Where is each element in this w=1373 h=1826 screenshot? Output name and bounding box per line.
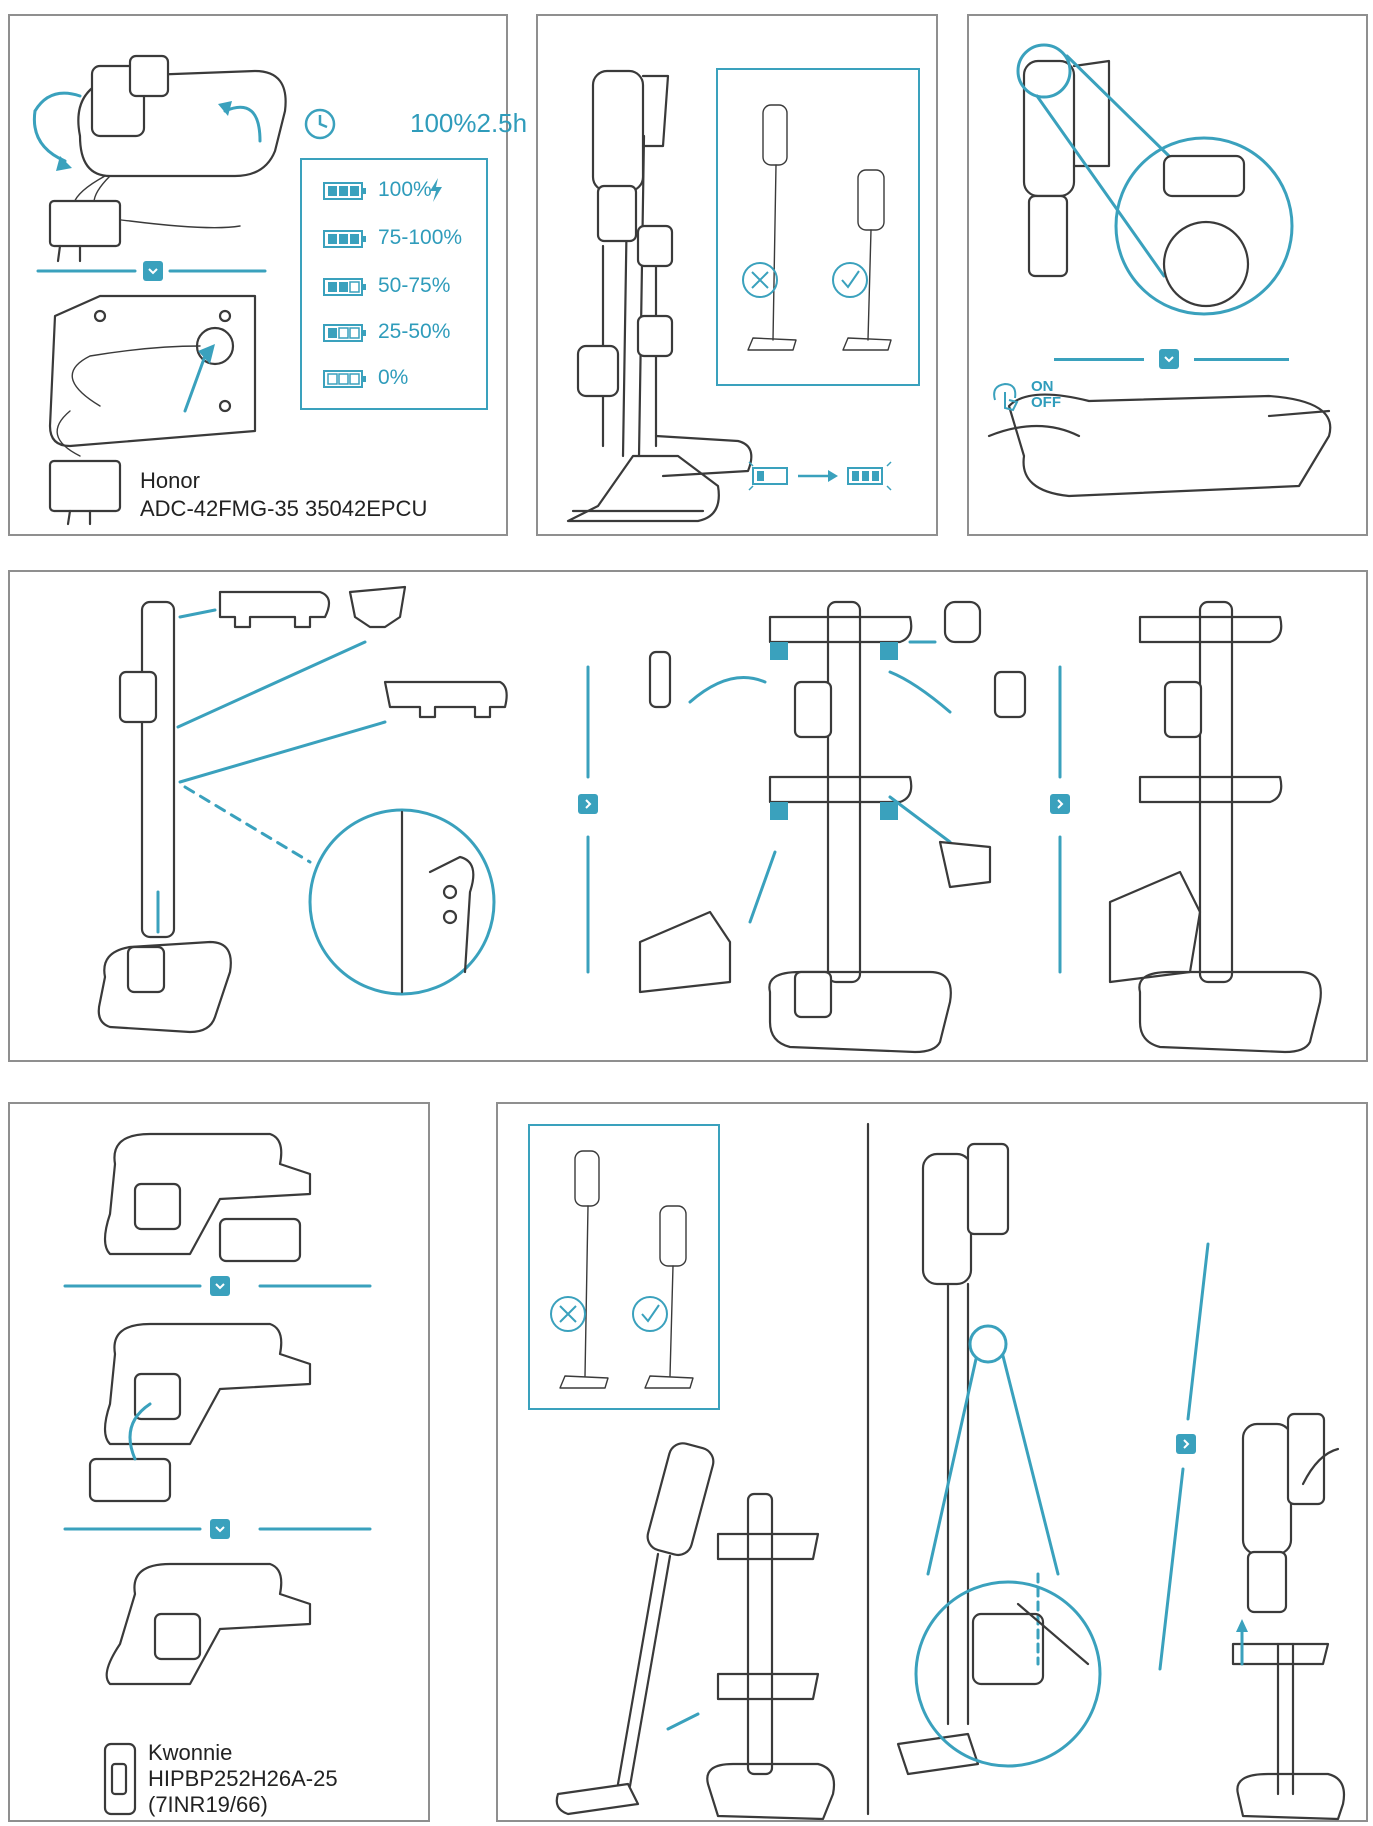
chevron-down-icon: [143, 261, 163, 281]
check-icon: [830, 260, 870, 300]
chevron-down-icon: [1159, 349, 1179, 369]
chevron-down-icon: [210, 1276, 230, 1296]
switch-on-label: ON: [1031, 378, 1054, 395]
hand-touch-icon: [987, 378, 1027, 418]
clock-icon: [302, 106, 338, 142]
chevron-down-icon: [210, 1519, 230, 1539]
battery-icon: [323, 324, 366, 342]
chevron-right-icon: [1050, 794, 1070, 814]
battery-spec: (7INR19/66): [148, 1792, 268, 1817]
battery-charging-indicator: [743, 456, 903, 496]
battery-icon: [323, 278, 366, 296]
charge-time-label: 100%2.5h: [410, 108, 528, 138]
lightning-bolt-icon: [430, 178, 442, 202]
battery-removal-illustration: [63, 1132, 372, 1816]
separator-line: [1194, 358, 1289, 361]
docking-illustration: [555, 1122, 1346, 1821]
separator-line: [1054, 358, 1144, 361]
switch-off-label: OFF: [1031, 394, 1061, 411]
orientation-illustration: [747, 104, 892, 351]
panel-charging: 100%2.5h 100% 75-100% 50-75% 25-50% 0% H…: [8, 14, 527, 536]
charging-dock-illustration: [32, 54, 287, 526]
battery-icon: [323, 230, 366, 248]
correct-orientation-box: [716, 68, 920, 386]
chevron-right-icon: [1176, 1434, 1196, 1454]
panel-stand-assembly: [8, 570, 1368, 1062]
adapter-brand: Honor: [140, 468, 200, 493]
chevron-right-icon: [578, 794, 598, 814]
stand-assembly-illustration: [97, 585, 1322, 1054]
panel-display-switch: ON OFF: [967, 14, 1368, 536]
battery-icon: [323, 182, 366, 200]
check-icon: [630, 1294, 670, 1334]
correct-orientation-box: [528, 1124, 720, 1410]
display-illustration: [987, 43, 1332, 498]
panel-battery-removal: Kwonnie HIPBP252H26A-25 (7INR19/66): [8, 1102, 430, 1822]
adapter-model: ADC-42FMG-35 35042EPCU: [140, 496, 428, 521]
battery-model: HIPBP252H26A-25: [148, 1766, 338, 1791]
panel-docking: [496, 1102, 1368, 1822]
battery-brand: Kwonnie: [148, 1740, 233, 1765]
battery-icon: [323, 370, 366, 388]
orientation-illustration: [559, 1150, 694, 1389]
panel-vacuum-stand: [536, 14, 938, 536]
vacuum-stand-illustration: [566, 69, 753, 523]
cross-icon: [548, 1294, 588, 1334]
cross-icon: [740, 260, 780, 300]
battery-legend: 100% 75-100% 50-75% 25-50% 0%: [300, 158, 488, 410]
